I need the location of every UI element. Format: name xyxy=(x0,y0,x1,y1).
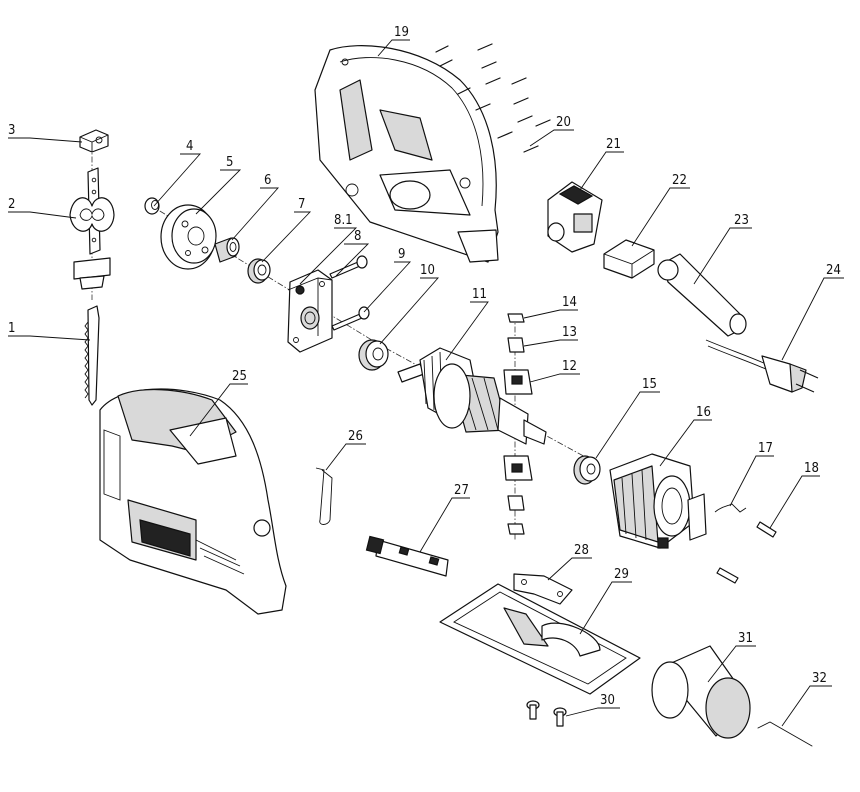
callout-14: 14 xyxy=(562,295,577,310)
callout-18: 18 xyxy=(804,461,819,476)
callout-20: 20 xyxy=(556,115,571,130)
callout-31: 31 xyxy=(738,631,753,646)
callout-15: 15 xyxy=(642,377,657,392)
callout-19: 19 xyxy=(394,25,409,40)
part-cable-sleeve xyxy=(657,253,747,337)
callout-28: 28 xyxy=(574,543,589,558)
part-guide-plate xyxy=(365,535,449,577)
part-base-plate xyxy=(439,583,641,695)
callout-29: 29 xyxy=(614,567,629,582)
callout-9: 9 xyxy=(398,247,405,262)
part-switch xyxy=(547,181,603,253)
part-housing-half xyxy=(314,45,499,263)
part-saw-blade xyxy=(84,305,100,406)
callout-8: 8 xyxy=(354,229,361,244)
callout-5: 5 xyxy=(226,155,233,170)
callout-30: 30 xyxy=(600,693,615,708)
part-hex-key xyxy=(757,721,813,747)
part-bearing-holder xyxy=(287,269,333,353)
part-bracket xyxy=(513,573,573,605)
callout-11: 11 xyxy=(472,287,487,302)
part-screw-set xyxy=(435,43,551,153)
callout-26: 26 xyxy=(348,429,363,444)
callout-22: 22 xyxy=(672,173,687,188)
part-brush-holder-lower xyxy=(503,455,533,535)
part-main-housing xyxy=(99,388,287,615)
callout-17: 17 xyxy=(758,441,773,456)
callout-32: 32 xyxy=(812,671,827,686)
part-gear-wheel xyxy=(160,204,217,270)
part-stator xyxy=(609,453,707,549)
part-armature xyxy=(397,347,547,445)
callout-16: 16 xyxy=(696,405,711,420)
callout-13: 13 xyxy=(562,325,577,340)
part-needle-bearing xyxy=(214,237,240,263)
part-bearing-7 xyxy=(247,258,271,284)
callout-21: 21 xyxy=(606,137,621,152)
callout-23: 23 xyxy=(734,213,749,228)
callout-27: 27 xyxy=(454,483,469,498)
part-power-cord xyxy=(705,339,819,393)
part-small-bush xyxy=(144,197,160,215)
part-blade-clamp xyxy=(79,129,109,153)
callout-7: 7 xyxy=(298,197,305,212)
part-wire xyxy=(714,503,747,513)
part-pad xyxy=(603,239,655,279)
callout-4: 4 xyxy=(186,139,193,154)
part-ball-bearing-10 xyxy=(358,339,389,371)
callout-8-1: 8.1 xyxy=(334,213,353,228)
part-brush-holder-upper xyxy=(503,313,533,395)
callout-25: 25 xyxy=(232,369,247,384)
callout-leaders xyxy=(8,39,844,727)
callout-12: 12 xyxy=(562,359,577,374)
part-spring-clip xyxy=(315,467,333,525)
callout-6: 6 xyxy=(264,173,271,188)
part-plunger xyxy=(69,167,115,290)
callout-1: 1 xyxy=(8,321,15,336)
callout-10: 10 xyxy=(420,263,435,278)
callout-3: 3 xyxy=(8,123,15,138)
callout-24: 24 xyxy=(826,263,841,278)
callout-2: 2 xyxy=(8,197,15,212)
part-pins xyxy=(716,521,777,584)
part-screws-9 xyxy=(329,255,370,331)
part-ball-bearing-15 xyxy=(573,455,601,485)
callout-labels: 1 2 3 4 5 6 7 8.1 8 9 10 11 12 13 14 15 … xyxy=(8,25,841,708)
part-base-screws xyxy=(526,700,567,727)
part-dust-cup xyxy=(651,645,751,739)
